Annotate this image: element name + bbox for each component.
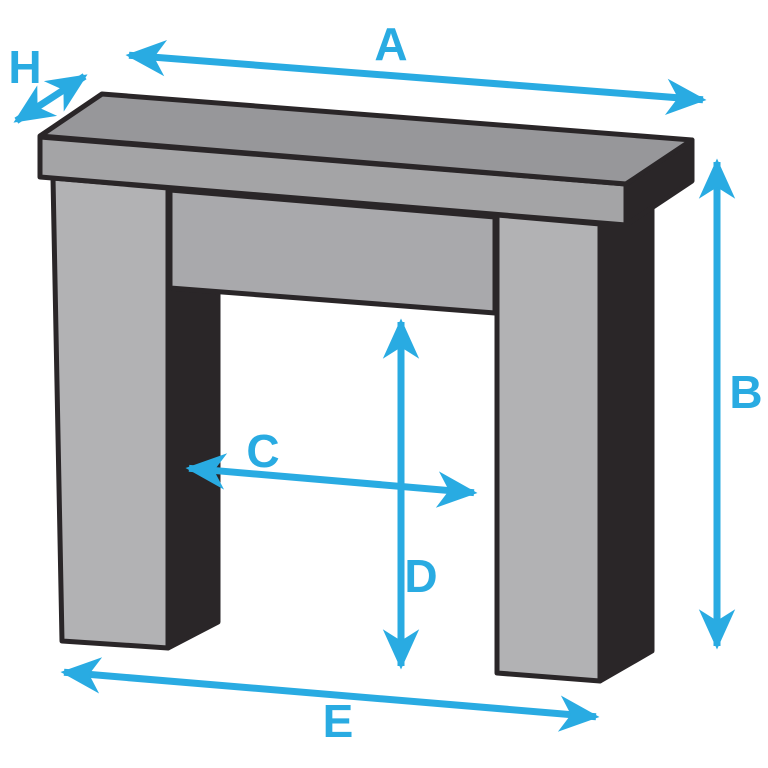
dimension-arrow-c — [185, 453, 478, 508]
dimension-label-c: C — [246, 425, 279, 477]
dimension-arrow-a — [125, 39, 707, 116]
dimension-arrows — [13, 39, 736, 732]
dimension-label-b: B — [729, 366, 762, 418]
dimension-labels: A H B C D E — [8, 18, 762, 747]
dimension-label-h: H — [8, 41, 41, 93]
frieze-panel — [167, 187, 498, 316]
dimension-label-d: D — [404, 550, 437, 602]
dimension-label-a: A — [374, 18, 407, 70]
dimension-arrow-h — [13, 73, 88, 124]
dimension-arrow-e — [60, 657, 600, 732]
dimension-label-e: E — [323, 695, 354, 747]
left-leg-front-face — [50, 175, 171, 651]
right-leg-side-face — [597, 201, 655, 684]
right-leg-front-face — [494, 212, 603, 684]
fireplace-illustration — [37, 91, 695, 684]
